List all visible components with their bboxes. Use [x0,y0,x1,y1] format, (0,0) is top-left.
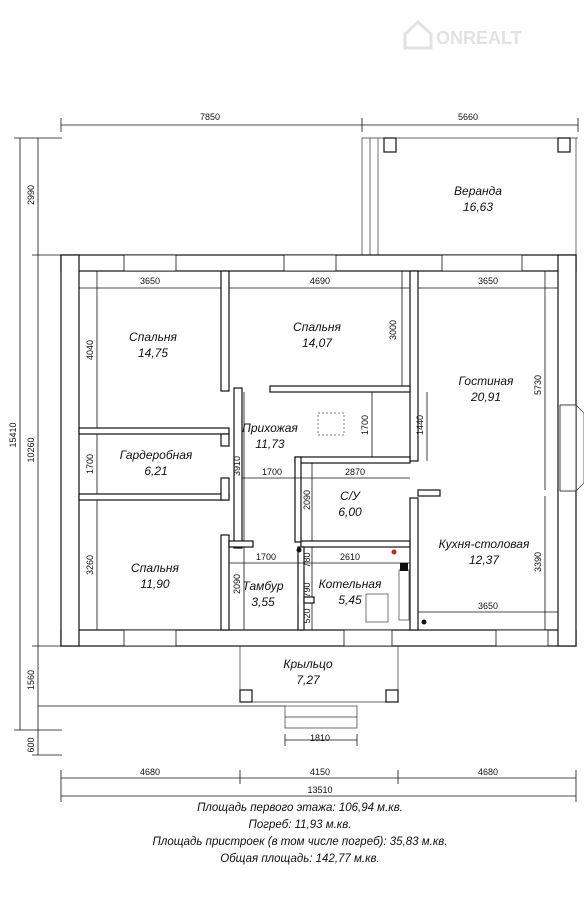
dim-boiler-width: 2610 [340,552,360,562]
dim-porch-depth: 1560 [26,670,36,690]
dim-hall-3910: 3910 [232,456,242,476]
dim-house-depth: 10260 [26,437,36,462]
summary-first-floor: Площадь первого этажа: 106,94 м.кв. [197,802,403,814]
dim-boiler-790: 790 [302,582,312,597]
room-kitchen-name: Кухня-столовая [439,537,530,551]
porch-structure [239,640,399,729]
room-bedroom2-name: Спальня [293,320,341,334]
room-bedroom3-name: Спальня [131,561,179,575]
dim-hall-w-1700: 1700 [262,467,282,477]
room-bedroom3-area: 11,90 [140,577,169,591]
room-porch-area: 7,27 [296,673,321,687]
room-bedroom1-name: Спальня [129,330,177,344]
dim-bottom-mid: 4150 [310,767,330,777]
house-icon [403,19,433,50]
room-tambour-area: 3,55 [251,595,275,609]
dim-boiler-780: 780 [302,552,312,567]
dim-hall-1700: 1700 [360,415,370,435]
room-wardrobe-name: Гардеробная [120,448,193,462]
room-bathroom-name: С/У [340,489,361,503]
summary-cellar: Погреб: 11,93 м.кв. [249,819,352,831]
dim-b1-depth: 4040 [85,340,95,360]
room-veranda-area: 16,63 [463,200,493,214]
veranda-structure [361,137,578,255]
room-hall-area: 11,73 [255,437,284,451]
dim-b3-depth: 3260 [85,555,95,575]
dim-living-width: 3650 [478,276,498,286]
dim-kitchen-depth: 3390 [533,552,543,572]
room-labels: Веранда 16,63 Спальня 14,75 Спальня 14,0… [120,184,530,687]
dimension-lines [14,118,579,802]
dim-b2-width: 4690 [310,276,330,286]
dim-total-depth: 15410 [8,422,18,447]
room-bedroom2-area: 14,07 [302,336,333,350]
dim-bath-h: 2090 [302,490,312,510]
dim-bath-width: 2870 [345,467,365,477]
dim-porch-step: 1810 [310,733,330,743]
room-bathroom-area: 6,00 [338,505,362,519]
dim-b2-depth: 3000 [388,320,398,340]
fixtures [296,412,427,625]
dim-bottom-right: 4680 [478,767,498,777]
dim-total-width: 13510 [307,785,332,795]
dimension-texts: 7850 5660 3650 4690 3650 3650 1700 2870 … [8,112,543,795]
dim-tambour-1700: 1700 [256,552,276,562]
watermark-text: ONREALT [436,28,522,48]
dim-kitchen-width: 3650 [478,601,498,611]
dim-hall-1440: 1440 [415,415,425,435]
dim-bottom-left: 4680 [140,767,160,777]
room-tambour-name: Тамбур [242,579,283,593]
dim-step-depth: 600 [26,737,36,752]
dim-top-right: 5660 [458,112,478,122]
summary-total: Общая площадь: 142,77 м.кв. [220,853,379,865]
room-living-area: 20,91 [470,390,501,404]
dim-veranda-depth: 2990 [26,185,36,205]
room-wardrobe-area: 6,21 [144,464,167,478]
room-veranda-name: Веранда [454,184,502,198]
watermark: ONREALT [403,19,522,50]
dim-b1-width: 3650 [140,276,160,286]
room-hall-name: Прихожая [242,421,298,435]
dim-living-depth: 5730 [533,375,543,395]
room-boiler-area: 5,45 [338,593,362,607]
room-boiler-name: Котельная [319,577,382,591]
windows [123,254,584,647]
room-living-name: Гостиная [459,374,514,388]
dim-top-left: 7850 [200,112,220,122]
dim-tambour-h: 2090 [232,574,242,594]
room-kitchen-area: 12,37 [469,553,500,567]
dim-wardrobe-h: 1700 [85,454,95,474]
dim-boiler-520: 520 [302,608,312,623]
summary-annex: Площадь пристроек (в том числе погреб): … [153,836,448,848]
room-bedroom1-area: 14,75 [138,346,168,360]
room-porch-name: Крыльцо [283,657,333,671]
area-summary: Площадь первого этажа: 106,94 м.кв. Погр… [153,802,448,865]
